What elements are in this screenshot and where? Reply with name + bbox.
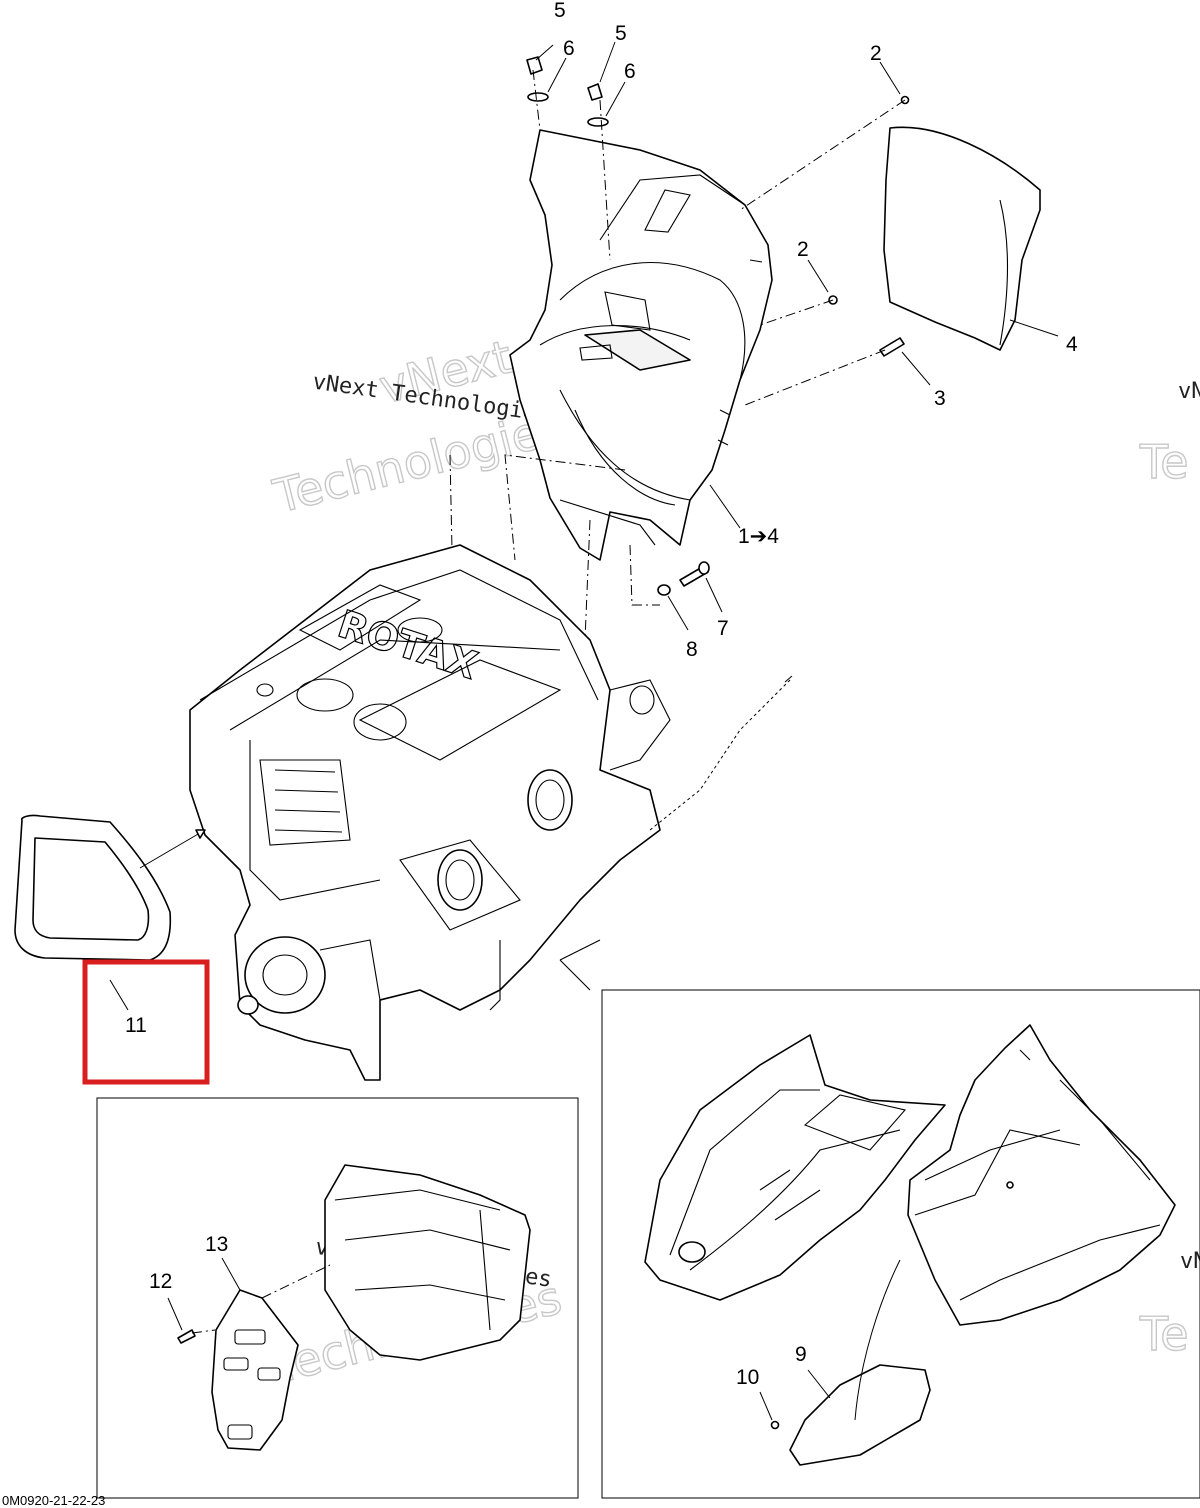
engine-block: ROTAX — [189, 544, 671, 1081]
callout-9: 9 — [795, 1343, 807, 1366]
callout-4: 4 — [1066, 333, 1078, 356]
highlight-part-11 — [82, 959, 210, 1085]
callout-8: 8 — [686, 638, 698, 661]
callout-5-b: 5 — [615, 22, 627, 45]
callout-7: 7 — [717, 617, 729, 640]
inset-box-left — [96, 1097, 579, 1499]
inset-right-pad-9 — [789, 1364, 931, 1466]
cover-panel-part-4 — [883, 126, 1041, 351]
screw-5b — [587, 83, 609, 127]
watermark-edge-bottom-2: Te — [1139, 1307, 1189, 1361]
inset-box-right — [601, 989, 1200, 1499]
watermark-edge-top-2: Te — [1139, 435, 1189, 489]
washer-8 — [657, 584, 671, 596]
drawing-code: 0M0920-21-22-23 — [2, 1493, 105, 1508]
inset-right-side-panel — [907, 1024, 1176, 1326]
inset-left-airbox — [324, 1164, 531, 1361]
air-filter-part-11 — [14, 814, 172, 961]
callout-12: 12 — [149, 1270, 172, 1293]
screw-10 — [770, 1420, 780, 1430]
callout-6-b: 6 — [624, 60, 636, 83]
inset-left-plate-13 — [211, 1289, 299, 1451]
callout-3: 3 — [934, 387, 946, 410]
callout-6-a: 6 — [563, 37, 575, 60]
inset-right-hood — [644, 1034, 946, 1301]
watermark-edge-top: vN — [1178, 379, 1200, 404]
intake-duct-part-1 — [509, 129, 773, 561]
callout-11: 11 — [125, 1014, 147, 1037]
screw-12 — [177, 1329, 196, 1344]
callout-2-a: 2 — [870, 42, 882, 65]
screw-3 — [879, 337, 905, 357]
callout-2-b: 2 — [797, 238, 809, 261]
callout-13: 13 — [205, 1233, 228, 1256]
arrow-head — [195, 829, 206, 839]
callout-1-to-4: 1➔4 — [738, 525, 779, 548]
screw-5a — [526, 56, 549, 102]
bolt-7 — [679, 561, 710, 587]
callout-10: 10 — [736, 1366, 759, 1389]
callout-5-a: 5 — [554, 0, 566, 22]
watermark-edge-bottom: vN — [1180, 1249, 1200, 1274]
